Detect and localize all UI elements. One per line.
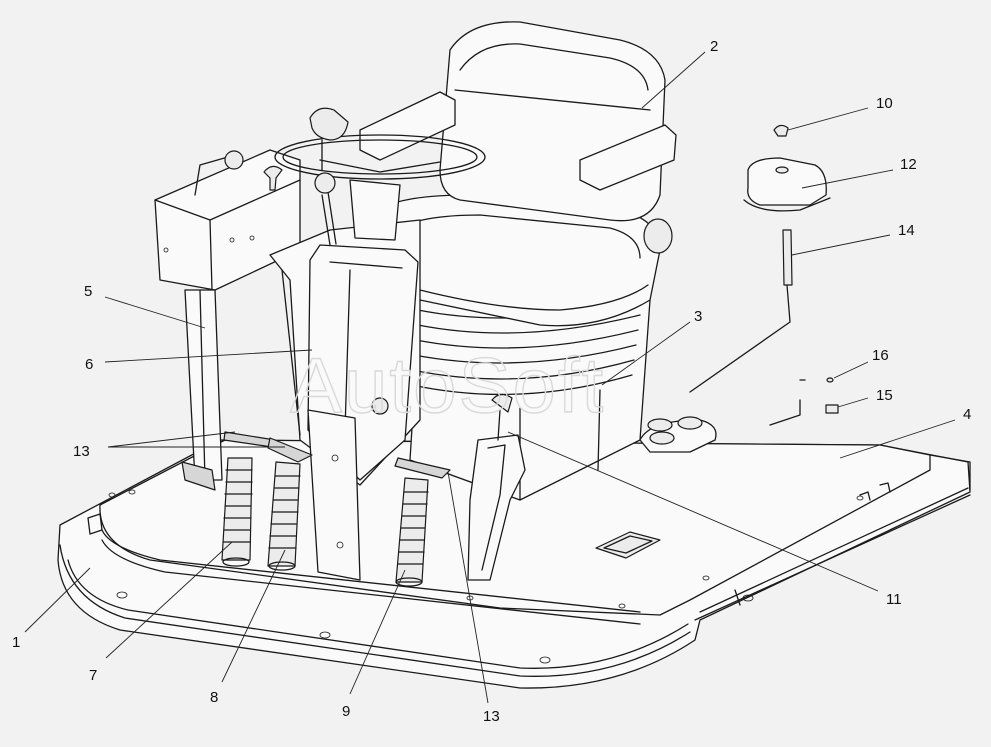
callout-7: 7 xyxy=(89,667,97,684)
seat-backrest xyxy=(359,21,677,254)
steering-column xyxy=(307,179,419,581)
pedal-boot-9 xyxy=(395,477,429,587)
steering-wheel xyxy=(274,107,486,194)
callout-4: 4 xyxy=(963,406,971,423)
callout-13-bottom: 13 xyxy=(483,708,500,725)
callout-12: 12 xyxy=(900,156,917,173)
gear-lever-housing xyxy=(467,393,526,581)
watermark-text: AutoSoft xyxy=(290,341,605,429)
floor-dials xyxy=(639,416,717,453)
callout-14: 14 xyxy=(898,222,915,239)
callout-15: 15 xyxy=(876,387,893,404)
callout-8: 8 xyxy=(210,689,218,706)
seat-suspension xyxy=(409,289,651,501)
leader-lines xyxy=(24,51,956,704)
callout-16: 16 xyxy=(872,347,889,364)
pedal-boot-8 xyxy=(267,461,301,571)
callout-6: 6 xyxy=(85,356,93,373)
callout-9: 9 xyxy=(342,703,350,720)
dome-light xyxy=(689,124,839,426)
callout-labels: 1 2 3 4 5 6 7 8 9 10 11 12 13 13 14 15 1… xyxy=(12,38,971,725)
callout-11: 11 xyxy=(886,591,902,608)
pedal-boot-7 xyxy=(221,457,253,567)
callout-10: 10 xyxy=(876,95,893,112)
pedal-assemblies xyxy=(221,431,451,587)
callout-13-left: 13 xyxy=(73,443,90,460)
callout-2: 2 xyxy=(710,38,718,55)
callout-3: 3 xyxy=(694,308,702,325)
callout-5: 5 xyxy=(84,283,92,300)
left-console xyxy=(154,149,301,491)
callout-1: 1 xyxy=(12,634,20,651)
